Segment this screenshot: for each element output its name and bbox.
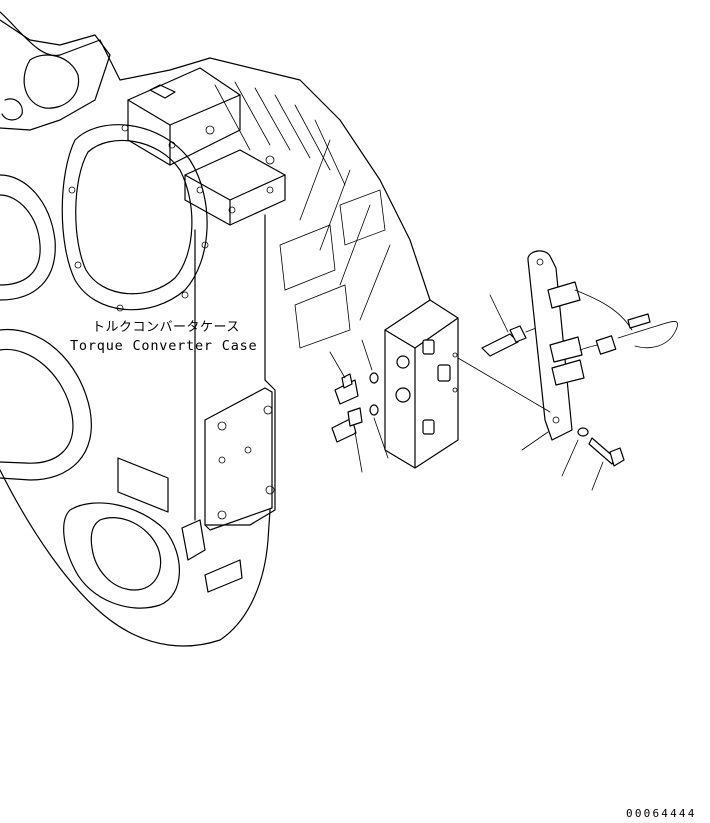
sensor bbox=[481, 325, 537, 357]
washer bbox=[577, 427, 589, 437]
bracket bbox=[527, 250, 678, 441]
torque-converter-case bbox=[0, 11, 433, 647]
bolt bbox=[588, 437, 625, 467]
valve-block bbox=[384, 299, 459, 469]
drawing-number: 00064444 bbox=[626, 807, 697, 820]
o-ring-lower bbox=[369, 404, 379, 416]
part-label-english: Torque Converter Case bbox=[70, 338, 258, 354]
elbow-fitting-lower bbox=[331, 407, 363, 443]
leader-lines bbox=[329, 294, 604, 491]
o-ring-upper bbox=[369, 372, 379, 384]
elbow-fitting-upper bbox=[334, 373, 359, 405]
part-label-japanese: トルクコンバータケース bbox=[92, 320, 240, 335]
